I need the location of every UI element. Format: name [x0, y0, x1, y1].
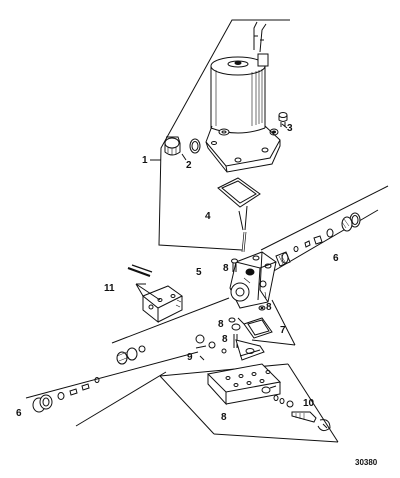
gasket	[217, 177, 261, 253]
callout-10: 10	[303, 398, 315, 409]
leader-lines	[25, 19, 389, 443]
callout-4: 4	[205, 211, 211, 222]
callout-8-top: 8	[223, 263, 229, 274]
callout-8-lower: 8	[222, 334, 228, 345]
shaft-assembly	[273, 395, 331, 432]
callout-8-mid: 8	[218, 319, 224, 330]
seal-kit	[228, 317, 273, 361]
callout-3: 3	[287, 123, 293, 134]
callout-5: 5	[196, 267, 202, 278]
callout-8-bottom: 8	[221, 412, 227, 423]
valve-block	[229, 251, 277, 311]
base-plate	[206, 363, 282, 406]
callout-9: 9	[187, 352, 193, 363]
callout-6-bottom: 6	[16, 408, 22, 419]
check-valve-parts	[195, 334, 227, 361]
callout-6-top: 6	[333, 253, 339, 264]
screw-and-washer	[269, 112, 288, 136]
pump-motor	[205, 21, 281, 173]
callout-7: 7	[280, 325, 286, 336]
right-fitting-chain	[275, 212, 361, 267]
callout-2: 2	[186, 160, 192, 171]
manual-release-block	[127, 264, 183, 324]
callout-1: 1	[142, 155, 148, 166]
callout-8-right: 8	[266, 302, 272, 313]
fill-plug-and-washer	[164, 136, 201, 161]
callout-11: 11	[104, 283, 115, 294]
left-fitting-chain	[32, 345, 146, 413]
figure-code: 30380	[355, 458, 378, 467]
